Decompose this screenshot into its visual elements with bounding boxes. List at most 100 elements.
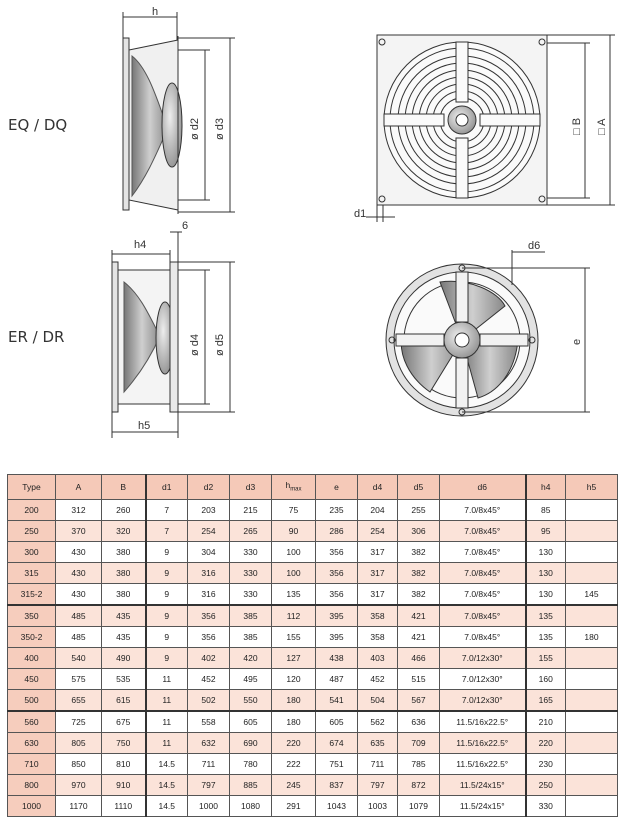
table-cell: 558 bbox=[187, 710, 230, 733]
table-cell: 286 bbox=[315, 520, 358, 542]
table-cell: 145 bbox=[565, 583, 618, 606]
table-cell: 7.0/8x45° bbox=[439, 541, 526, 563]
table-cell: 356 bbox=[315, 583, 358, 606]
table-cell: 7.0/12x30° bbox=[439, 668, 526, 690]
table-cell: 204 bbox=[357, 499, 398, 521]
table-cell: 7.0/8x45° bbox=[439, 520, 526, 542]
dim-B: □ B bbox=[571, 118, 583, 135]
table-cell: 75 bbox=[271, 499, 316, 521]
table-cell: 7.0/8x45° bbox=[439, 583, 526, 606]
table-cell: 632 bbox=[187, 732, 230, 754]
table-cell: 7 bbox=[144, 520, 188, 542]
front-view-eq bbox=[366, 34, 615, 222]
table-cell: 636 bbox=[397, 710, 440, 733]
table-cell: 690 bbox=[229, 732, 272, 754]
table-cell: 751 bbox=[315, 753, 358, 775]
table-cell: 222 bbox=[271, 753, 316, 775]
table-cell: 160 bbox=[524, 668, 566, 690]
table-cell: 9 bbox=[144, 583, 188, 606]
table-cell: 330 bbox=[229, 562, 272, 584]
table-cell: 11.5/16x22.5° bbox=[439, 732, 526, 754]
table-cell: 358 bbox=[357, 604, 398, 627]
cell-type: 315 bbox=[7, 562, 56, 584]
table-cell: 317 bbox=[357, 583, 398, 606]
table-cell: 330 bbox=[524, 795, 566, 817]
cell-type: 400 bbox=[7, 647, 56, 669]
cell-type: 200 bbox=[7, 499, 56, 521]
dim-6: 6 bbox=[182, 220, 188, 232]
table-cell: 9 bbox=[144, 604, 188, 627]
table-cell: 562 bbox=[357, 710, 398, 733]
table-cell: 14.5 bbox=[144, 774, 188, 796]
table-cell: 95 bbox=[524, 520, 566, 542]
table-cell: 180 bbox=[565, 626, 618, 648]
cell-type: 560 bbox=[7, 710, 56, 733]
table-cell: 1079 bbox=[397, 795, 440, 817]
table-cell: 402 bbox=[187, 647, 230, 669]
table-cell: 382 bbox=[397, 583, 440, 606]
header-h5: h5 bbox=[565, 474, 618, 500]
table-cell: 7.0/8x45° bbox=[439, 626, 526, 648]
table-cell: 255 bbox=[397, 499, 440, 521]
table-cell: 155 bbox=[271, 626, 316, 648]
table-cell: 850 bbox=[55, 753, 102, 775]
dim-d3: ø d3 bbox=[214, 118, 226, 140]
table-cell: 317 bbox=[357, 541, 398, 563]
table-cell: 504 bbox=[357, 689, 398, 712]
table-cell: 11.5/24x15° bbox=[439, 795, 526, 817]
table-cell: 7.0/12x30° bbox=[439, 647, 526, 669]
table-cell bbox=[565, 753, 618, 775]
cell-type: 450 bbox=[7, 668, 56, 690]
table-cell: 291 bbox=[271, 795, 316, 817]
table-cell: 90 bbox=[271, 520, 316, 542]
table-cell: 316 bbox=[187, 562, 230, 584]
table-cell bbox=[565, 795, 618, 817]
table-cell: 674 bbox=[315, 732, 358, 754]
table-cell: 780 bbox=[229, 753, 272, 775]
dim-d6: d6 bbox=[528, 240, 540, 252]
table-cell: 356 bbox=[315, 541, 358, 563]
table-cell: 9 bbox=[144, 626, 188, 648]
table-cell: 135 bbox=[524, 626, 566, 648]
table-cell: 304 bbox=[187, 541, 230, 563]
table-cell: 330 bbox=[229, 583, 272, 606]
header-d5: d5 bbox=[397, 474, 440, 500]
table-cell: 130 bbox=[524, 583, 566, 606]
table-cell: 490 bbox=[101, 647, 146, 669]
header-d6: d6 bbox=[439, 474, 526, 500]
table-cell: 837 bbox=[315, 774, 358, 796]
table-cell: 385 bbox=[229, 604, 272, 627]
header-A: A bbox=[55, 474, 102, 500]
table-cell: 725 bbox=[55, 710, 102, 733]
table-cell: 356 bbox=[187, 604, 230, 627]
table-header-row: Type A B d1 d2 d3 hmax e d4 d5 d6 h4 h5 bbox=[7, 474, 618, 500]
table-cell: 320 bbox=[101, 520, 146, 542]
table-cell: 7 bbox=[144, 499, 188, 521]
table-cell: 797 bbox=[187, 774, 230, 796]
table-cell: 502 bbox=[187, 689, 230, 712]
table-cell: 805 bbox=[55, 732, 102, 754]
dim-e: e bbox=[571, 339, 583, 345]
cell-type: 800 bbox=[7, 774, 56, 796]
table-cell: 1043 bbox=[315, 795, 358, 817]
dimension-table: Type A B d1 d2 d3 hmax e d4 d5 d6 h4 h5 … bbox=[7, 474, 618, 817]
table-cell: 430 bbox=[55, 562, 102, 584]
table-cell bbox=[565, 520, 618, 542]
table-cell: 135 bbox=[524, 604, 566, 627]
table-cell: 430 bbox=[55, 583, 102, 606]
table-cell: 711 bbox=[187, 753, 230, 775]
cell-type: 300 bbox=[7, 541, 56, 563]
table-cell: 356 bbox=[315, 562, 358, 584]
table-cell: 421 bbox=[397, 626, 440, 648]
header-B: B bbox=[101, 474, 146, 500]
dim-h: h bbox=[152, 6, 158, 18]
